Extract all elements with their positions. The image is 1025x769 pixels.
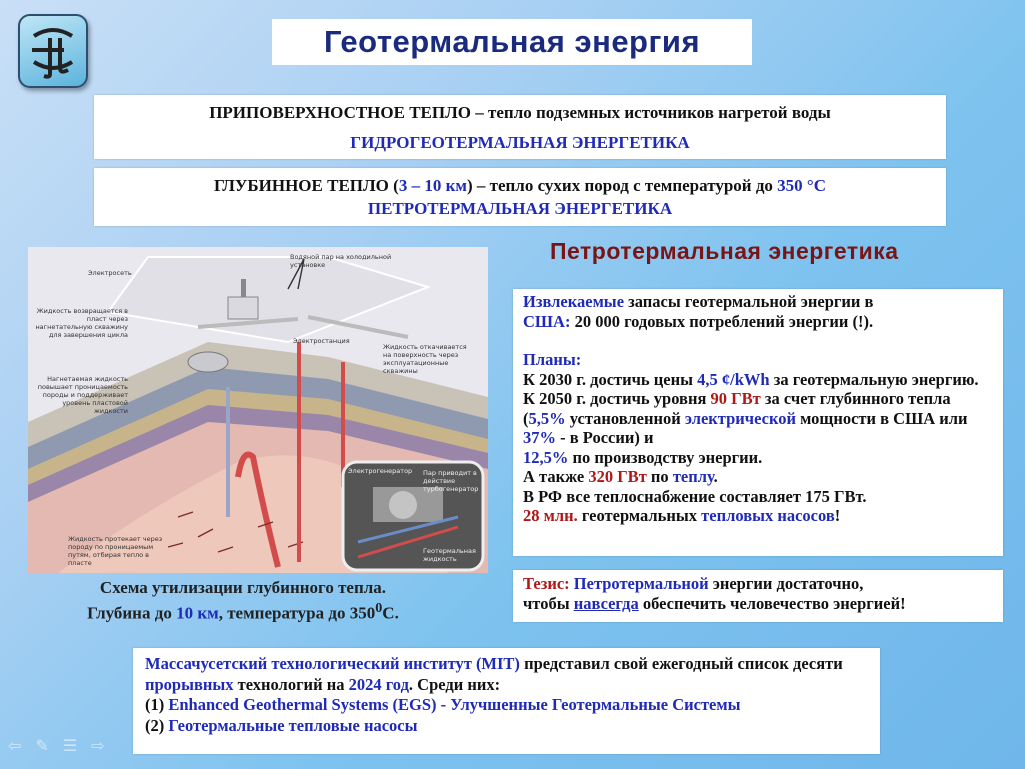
reserves-country: США: — [523, 311, 571, 331]
caption-degree: 0 — [375, 600, 383, 616]
page-title: Геотермальная энергия — [323, 24, 701, 59]
caption-temp-prefix: , температура до 350 — [218, 603, 376, 623]
page-title-box: Геотермальная энергия — [272, 19, 752, 65]
caption-depth: 10 км — [176, 603, 219, 623]
mit-intro: Массачусетский технологический институт … — [145, 654, 868, 695]
plan-2050-text-5: - в России) и — [556, 428, 654, 447]
plan-2050-text-4: мощности в США или — [796, 408, 968, 428]
deep-heat-temp: 350 °С — [777, 176, 826, 195]
slide-nav-controls: ⇦ ✎ ☰ ⇨ — [8, 736, 105, 755]
plan-2030-text: К 2030 г. достичь цены — [523, 369, 698, 389]
menu-icon[interactable]: ☰ — [62, 736, 78, 755]
label-porous-flow: Жидкость протекает через породу по прони… — [68, 535, 163, 567]
mit-item-1: (1) Enhanced Geothermal Systems (EGS) - … — [145, 695, 868, 716]
deep-heat-depth: 3 – 10 км — [398, 176, 467, 195]
label-extraction: Жидкость откачивается на поверхность чер… — [383, 343, 467, 375]
thesis-text-2: чтобы — [523, 594, 574, 613]
reserves-amount: 20 000 годовых потреблений энергии (!). — [570, 311, 874, 331]
reserves-term: Извлекаемые — [523, 292, 625, 311]
thesis-forever: навсегда — [573, 594, 639, 613]
label-injected-fluid: Нагнетаемая жидкость повышает проницаемо… — [37, 375, 128, 415]
heat-pumps-count: 28 млн. — [523, 506, 578, 525]
label-power-grid: Электросеть — [88, 269, 132, 277]
mit-item-2-text: Геотермальные тепловые насосы — [168, 715, 418, 735]
mit-item-1-text: Enhanced Geothermal Systems (EGS) - Улуч… — [168, 695, 741, 714]
deep-heat-definition: ) – тепло сухих пород с температурой до — [466, 176, 778, 195]
hydrogeothermal-label: ГИДРОГЕОТЕРМАЛЬНАЯ ЭНЕРГЕТИКА — [350, 133, 690, 152]
deep-heat-term: ГЛУБИННОЕ ТЕПЛО ( — [214, 176, 399, 195]
pen-icon[interactable]: ✎ — [35, 736, 49, 755]
plan-2030-price: 4,5 ¢/kWh — [697, 369, 770, 389]
plan-2050-energy-share: 12,5% — [523, 447, 569, 467]
heat-pumps-text: геотермальных — [577, 506, 702, 525]
plan-heat-dot: . — [713, 467, 718, 486]
mit-name: Массачусетский технологический институт … — [145, 654, 520, 673]
plan-2050-share: 5,5% — [528, 408, 566, 428]
geothermal-scheme-diagram: Электросеть Водяной пар на холодильной у… — [28, 247, 488, 573]
near-surface-heat-box: ПРИПОВЕРХНОСТНОЕ ТЕПЛО – тепло подземных… — [94, 95, 946, 159]
petrothermal-label: ПЕТРОТЕРМАЛЬНАЯ ЭНЕРГЕТИКА — [367, 199, 673, 218]
thesis-box: Тезис: Петротермальной энергии достаточн… — [513, 570, 1003, 622]
mit-item-2-number: (2) — [145, 715, 169, 735]
thesis-text-3: обеспечить человечество энергией! — [638, 594, 906, 613]
plan-2030-tail: за геотермальную энергию. — [769, 369, 979, 389]
caption-depth-prefix: Глубина до — [87, 603, 177, 623]
plan-2050-text: К 2050 г. достичь уровня — [523, 389, 711, 408]
mit-text-3: . Среди них: — [408, 674, 501, 694]
plans-heading: Планы: — [523, 350, 582, 369]
mit-item-1-number: (1) — [145, 695, 169, 714]
label-turbine: Пар приводит в действие турбогенератор — [423, 469, 479, 493]
mit-box: Массачусетский технологический институт … — [133, 648, 880, 754]
russia-heat-supply: В РФ все теплоснабжение составляет 175 Г… — [523, 486, 867, 506]
plan-2050-text-6: по производству энергии. — [568, 447, 763, 467]
reserves-paragraph: Извлекаемые запасы геотермальной энергии… — [523, 292, 993, 331]
institute-logo — [18, 14, 88, 88]
plan-2050-power: 90 ГВт — [710, 389, 761, 408]
plan-heat-term: теплу — [672, 467, 714, 486]
thesis-label: Тезис: — [523, 574, 570, 593]
caption-line-2: Глубина до 10 км, температура до 3500С. — [28, 598, 458, 624]
mit-breakthrough: прорывных — [145, 674, 234, 694]
plan-2050: К 2050 г. достичь уровня 90 ГВт за счет … — [523, 389, 993, 467]
mit-year: 2024 год — [348, 674, 409, 694]
label-geofluid: Геотермальная жидкость — [423, 547, 476, 563]
near-surface-definition: – тепло подземных источников нагретой во… — [471, 103, 831, 122]
heat-pumps-exclaim: ! — [834, 506, 841, 525]
mit-item-2: (2) Геотермальные тепловые насосы — [145, 716, 868, 737]
label-steam: Водяной пар на холодильной установке — [290, 253, 392, 269]
plan-2050-electric: электрической — [684, 408, 796, 428]
plan-heat-power: 320 ГВт — [588, 467, 647, 486]
mit-text: представил свой ежегодный список десяти — [519, 654, 843, 673]
thesis-text: энергии достаточно, — [708, 574, 864, 593]
petrothermal-facts-box: Извлекаемые запасы геотермальной энергии… — [513, 289, 1003, 556]
heat-pumps-term: тепловых насосов — [701, 506, 835, 525]
thesis-term: Петротермальной — [569, 574, 709, 593]
label-cold-return: Жидкость возвращается в пласт через нагн… — [35, 307, 128, 339]
caption-line-1: Схема утилизации глубинного тепла. — [99, 578, 387, 597]
forward-arrow-icon[interactable]: ⇨ — [91, 736, 105, 755]
back-arrow-icon[interactable]: ⇦ — [8, 736, 22, 755]
near-surface-term: ПРИПОВЕРХНОСТНОЕ ТЕПЛО — [209, 103, 472, 122]
plan-2050-russia-share: 37% — [523, 428, 556, 447]
caption-unit: С. — [382, 603, 399, 623]
petrothermal-heading: Петротермальная энергетика — [550, 238, 899, 264]
plan-2050-text-3: установленной — [565, 408, 685, 428]
heat-pumps-line: 28 млн. геотермальных тепловых насосов! — [523, 506, 993, 526]
reserves-text: запасы геотермальной энергии в — [624, 292, 874, 311]
plan-heat-text: А также — [523, 467, 589, 486]
deep-heat-box: ГЛУБИННОЕ ТЕПЛО (3 – 10 км) – тепло сухи… — [94, 168, 946, 226]
label-power-plant: Электростанция — [293, 337, 350, 345]
plan-heat-text-2: по — [646, 467, 673, 486]
mit-text-2: технологий на — [233, 674, 349, 694]
geothermal-scheme-image — [28, 247, 488, 573]
label-generator: Электрогенератор — [348, 467, 413, 475]
diagram-caption: Схема утилизации глубинного тепла. Глуби… — [28, 577, 458, 624]
plan-heat: А также 320 ГВт по теплу. — [523, 467, 993, 487]
plan-2030: К 2030 г. достичь цены 4,5 ¢/kWh за геот… — [523, 370, 993, 390]
plan-2050-text-2: за счет глубинного тепла ( — [523, 389, 951, 428]
